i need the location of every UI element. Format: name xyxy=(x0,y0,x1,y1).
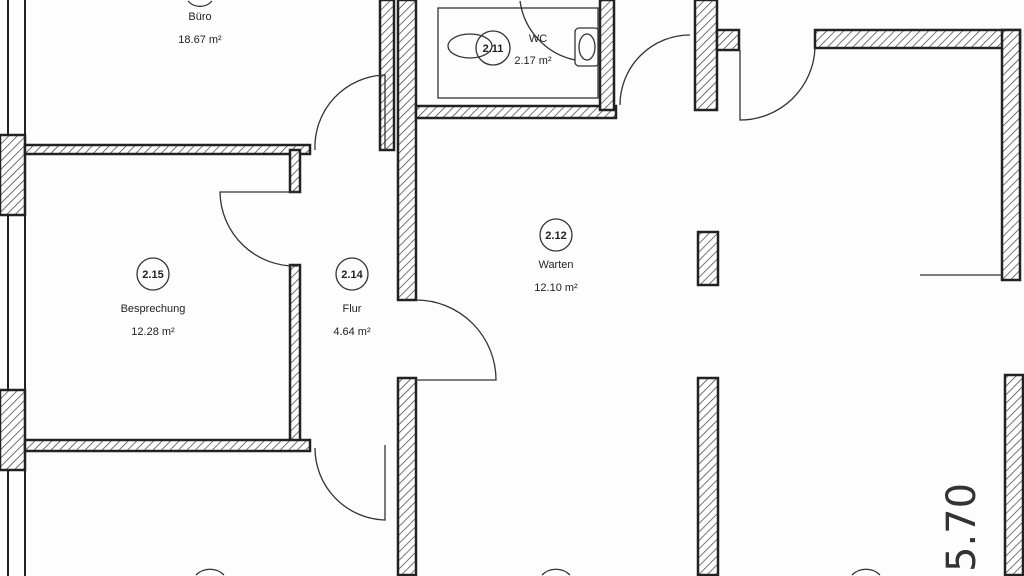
room-buero: Büro 18.67 m² xyxy=(178,0,222,46)
wall-stub xyxy=(715,28,741,52)
wall-partition xyxy=(696,376,720,576)
room-flur: 2.14 Flur 4.64 m² xyxy=(333,257,371,338)
wall-wc-east xyxy=(598,0,616,112)
wall-column-top xyxy=(693,0,719,112)
wall-wc-south xyxy=(414,104,618,120)
room-area: 12.28 m² xyxy=(131,326,175,338)
wall-left-lower xyxy=(0,388,27,472)
room-name: WC xyxy=(529,33,547,45)
room-wc: 2.11 WC 2.17 m² xyxy=(475,30,552,67)
room-name: Besprechung xyxy=(121,303,186,315)
toilet-icon xyxy=(447,33,493,59)
room-besprechung: 2.15 Besprechung 12.28 m² xyxy=(121,257,186,338)
wall-warten-north xyxy=(813,28,1022,50)
handwritten-dimension: 5.70 xyxy=(939,483,985,572)
room-warten: 2.12 Warten 12.10 m² xyxy=(534,218,578,294)
wall-left-upper xyxy=(0,133,27,217)
room-number: 2.15 xyxy=(142,269,163,281)
room-number-circle xyxy=(187,0,213,7)
room-area: 2.17 m² xyxy=(514,55,552,67)
wall-besprechung-east-upper xyxy=(288,148,302,194)
wall-flur-east-upper xyxy=(396,0,418,302)
wall-besprechung-south xyxy=(23,438,312,453)
sink-icon xyxy=(578,33,596,61)
wall-warten-east-upper xyxy=(1000,28,1022,282)
wall-warten-east-lower xyxy=(1003,373,1024,576)
room-number-circle-partial xyxy=(195,568,225,576)
wall-besprechung-east-lower xyxy=(288,263,302,447)
pillar xyxy=(696,230,720,287)
room-name: Flur xyxy=(343,303,362,315)
room-name: Büro xyxy=(188,11,211,23)
room-number-circle-partial xyxy=(851,568,881,576)
room-area: 18.67 m² xyxy=(178,34,222,46)
wall-buero-south xyxy=(23,143,312,156)
room-area: 4.64 m² xyxy=(333,326,371,338)
room-area: 12.10 m² xyxy=(534,282,578,294)
fixtures xyxy=(447,27,600,67)
room-number-circle-partial xyxy=(541,568,571,576)
room-number: 2.12 xyxy=(545,230,566,242)
doors xyxy=(219,0,816,521)
room-number: 2.14 xyxy=(341,269,363,281)
room-number: 2.11 xyxy=(483,43,504,55)
room-name: Warten xyxy=(538,259,573,271)
wall-flur-east-lower xyxy=(396,376,418,576)
